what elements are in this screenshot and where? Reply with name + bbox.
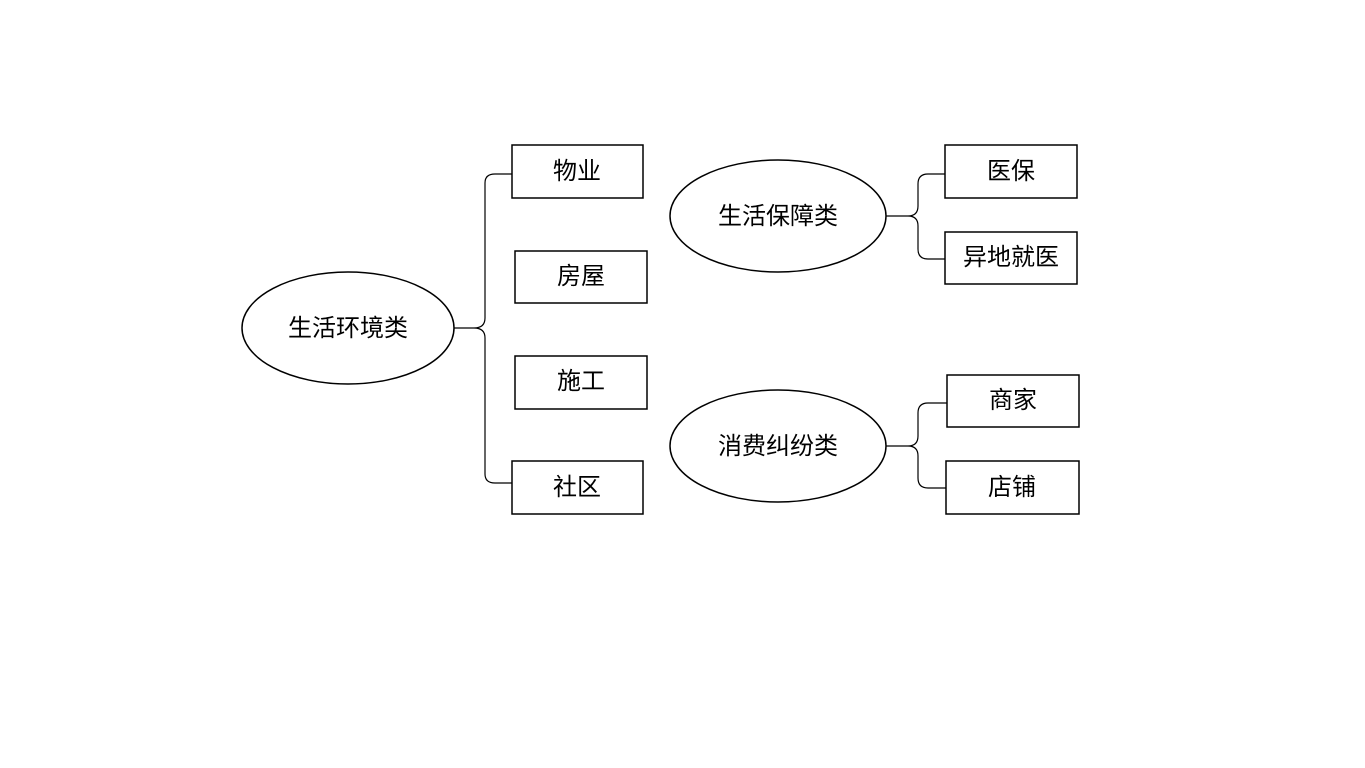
child-label-store: 店铺 [988, 473, 1036, 501]
child-node-housing [514, 250, 648, 304]
bracket-connector-consumer-disputes [886, 402, 947, 489]
child-node-construction [514, 355, 648, 410]
child-label-medical-insurance: 医保 [987, 157, 1035, 185]
child-node-property [511, 144, 644, 199]
child-node-merchant [946, 374, 1080, 428]
child-node-community [511, 460, 644, 515]
category-label-consumer-disputes: 消费纠纷类 [718, 432, 838, 460]
category-label-living-security: 生活保障类 [718, 202, 838, 230]
child-label-community: 社区 [553, 473, 601, 501]
child-node-store [945, 460, 1080, 515]
bracket-connector-living-security [886, 173, 945, 260]
child-node-medical-insurance [944, 144, 1078, 199]
category-living-environment: 生活环境类 物业 房屋 施工 社区 [241, 144, 648, 515]
category-consumer-disputes: 消费纠纷类 商家 店铺 [669, 374, 1080, 515]
category-living-security: 生活保障类 医保 异地就医 [669, 144, 1078, 285]
child-label-property: 物业 [553, 157, 601, 185]
bracket-connector-living-environment [454, 173, 512, 484]
category-label-living-environment: 生活环境类 [288, 314, 408, 342]
child-label-construction: 施工 [557, 367, 605, 395]
child-node-remote-medical [944, 231, 1078, 285]
child-label-housing: 房屋 [557, 262, 605, 290]
child-label-remote-medical: 异地就医 [963, 243, 1059, 271]
child-label-merchant: 商家 [989, 386, 1037, 414]
